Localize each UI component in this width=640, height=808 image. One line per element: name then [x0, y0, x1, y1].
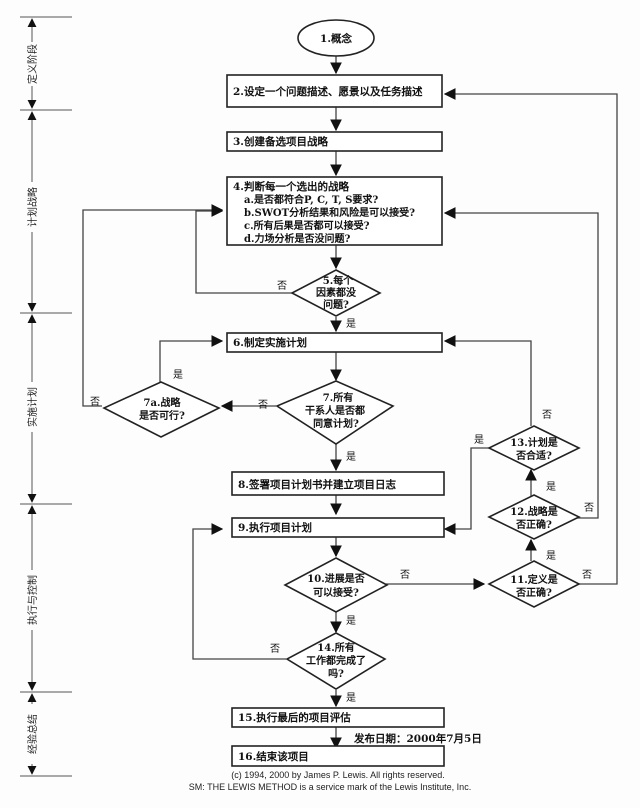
edge-label-no: 否	[542, 409, 552, 421]
connectors	[82, 55, 618, 750]
node-5-decision: 5.每个 因素都没 问题?	[290, 269, 382, 317]
edge-label-no: 否	[270, 643, 280, 655]
node-4-item: b.SWOT分析结果和风险是可以接受?	[244, 206, 415, 219]
node-5-line: 5.每个	[323, 274, 354, 287]
node-1-label: 1.概念	[320, 32, 352, 45]
node-11-line: 否正确?	[515, 586, 552, 599]
node-1-concept: 1.概念	[297, 19, 375, 57]
edge-label-no: 否	[258, 399, 268, 411]
node-6-label: 6.制定实施计划	[233, 336, 307, 349]
node-13-line: 13.计划是	[510, 436, 557, 449]
node-7-line: 7.所有	[323, 391, 353, 404]
node-4-item: d.力场分析是否没问题?	[244, 232, 350, 245]
node-16-label: 16.结束该项目	[238, 750, 309, 763]
node-7-line: 干系人是否都	[305, 404, 365, 417]
node-14-line: 14.所有	[317, 641, 354, 654]
node-4-evaluate-strategies: 4.判断每一个选出的战略 a.是否都符合P, C, T, S要求? b.SWOT…	[226, 176, 443, 246]
node-5-line: 问题?	[323, 298, 349, 311]
edge-label-yes: 是	[346, 692, 356, 704]
edge-label-yes: 是	[346, 615, 356, 627]
node-8-sign-off: 8.签署项目计划书并建立项目日志	[231, 471, 445, 496]
edge-label-no: 否	[90, 396, 100, 408]
node-14-all-work-complete: 14.所有 工作都完成了 吗?	[285, 632, 387, 690]
edge-label-yes: 是	[474, 434, 484, 446]
node-9-execute-plan: 9.执行项目计划	[231, 517, 445, 538]
node-11-line: 11.定义是	[510, 573, 557, 586]
node-7-stakeholders-agree: 7.所有 干系人是否都 同意计划?	[275, 380, 395, 445]
node-7a-line: 7a.战略	[144, 396, 182, 409]
node-13-plan-appropriate: 13.计划是 否合适?	[487, 425, 581, 471]
node-16-close-project: 16.结束该项目	[231, 745, 445, 767]
node-15-label: 15.执行最后的项目评估	[238, 711, 351, 724]
edge-label-yes: 是	[346, 318, 356, 330]
node-12-line: 否正确?	[515, 518, 552, 531]
edge-label-yes: 是	[546, 481, 556, 493]
phase-label-strategy: 计划战略	[26, 187, 39, 227]
node-9-label: 9.执行项目计划	[238, 521, 312, 534]
node-13-line: 否合适?	[515, 449, 552, 462]
node-4-title: 4.判断每一个选出的战略	[233, 180, 349, 193]
edge-label-no: 否	[582, 569, 592, 581]
phase-rail: 定义阶段 计划战略 实施计划 执行与控制 经验总结	[20, 16, 72, 777]
node-14-line: 工作都完成了	[306, 654, 366, 667]
node-3-label: 3.创建备选项目战略	[233, 135, 328, 148]
node-4-item: c.所有后果是否都可以接受?	[244, 219, 370, 232]
node-10-progress-acceptable: 10.进展是否 可以接受?	[283, 557, 389, 613]
node-4-item: a.是否都符合P, C, T, S要求?	[244, 193, 378, 206]
node-10-line: 10.进展是否	[307, 572, 364, 585]
node-5-line: 因素都没	[316, 286, 357, 299]
edge-label-no: 否	[277, 280, 287, 292]
node-8-label: 8.签署项目计划书并建立项目日志	[238, 478, 396, 491]
node-2-label: 2.设定一个问题描述、愿景以及任务描述	[233, 85, 423, 98]
node-6-implementation-plan: 6.制定实施计划	[226, 332, 443, 353]
edge-label-no: 否	[400, 569, 410, 581]
edge-label-yes: 是	[346, 451, 356, 463]
node-7a-strategy-feasible: 7a.战略 是否可行?	[102, 381, 221, 438]
node-15-final-evaluation: 15.执行最后的项目评估	[231, 707, 445, 728]
phase-label-definition: 定义阶段	[26, 44, 39, 84]
service-mark-line: SM: THE LEWIS METHOD is a service mark o…	[189, 782, 471, 792]
edge-labels: 否 是 是 否 否 是 否 是 是 否 是 否 否 是 否 是	[90, 280, 594, 704]
node-12-strategy-correct: 12.战略是 否正确?	[487, 494, 581, 540]
edge-label-no: 否	[584, 502, 594, 514]
node-7-line: 同意计划?	[313, 417, 359, 430]
edge-label-yes: 是	[546, 550, 556, 562]
node-12-line: 12.战略是	[510, 505, 557, 518]
node-2-problem-statement: 2.设定一个问题描述、愿景以及任务描述	[226, 74, 443, 108]
node-10-line: 可以接受?	[313, 586, 359, 599]
phase-label-lessons-learned: 经验总结	[26, 714, 39, 754]
phase-label-execution-control: 执行与控制	[26, 575, 39, 625]
node-7a-line: 是否可行?	[138, 409, 185, 422]
node-11-definition-correct: 11.定义是 否正确?	[487, 560, 581, 608]
node-3-create-strategies: 3.创建备选项目战略	[226, 131, 443, 152]
copyright-line: (c) 1994, 2000 by James P. Lewis. All ri…	[231, 770, 444, 780]
edge-label-yes: 是	[173, 369, 183, 381]
phase-label-implementation-plan: 实施计划	[26, 387, 39, 427]
node-14-line: 吗?	[328, 668, 344, 680]
release-date: 发布日期：2000年7月5日	[353, 732, 482, 745]
